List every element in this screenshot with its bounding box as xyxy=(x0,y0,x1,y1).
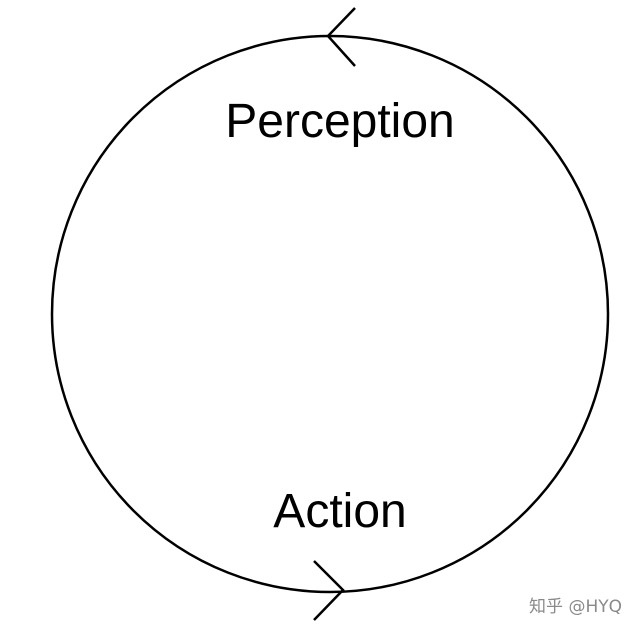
top-arrowhead-icon xyxy=(326,7,356,67)
action-label: Action xyxy=(273,485,407,538)
perception-label: Perception xyxy=(225,95,455,148)
watermark-text: 知乎 @HYQ xyxy=(529,597,622,617)
bottom-arrowhead-icon xyxy=(313,560,345,621)
cycle-circle xyxy=(50,34,610,594)
